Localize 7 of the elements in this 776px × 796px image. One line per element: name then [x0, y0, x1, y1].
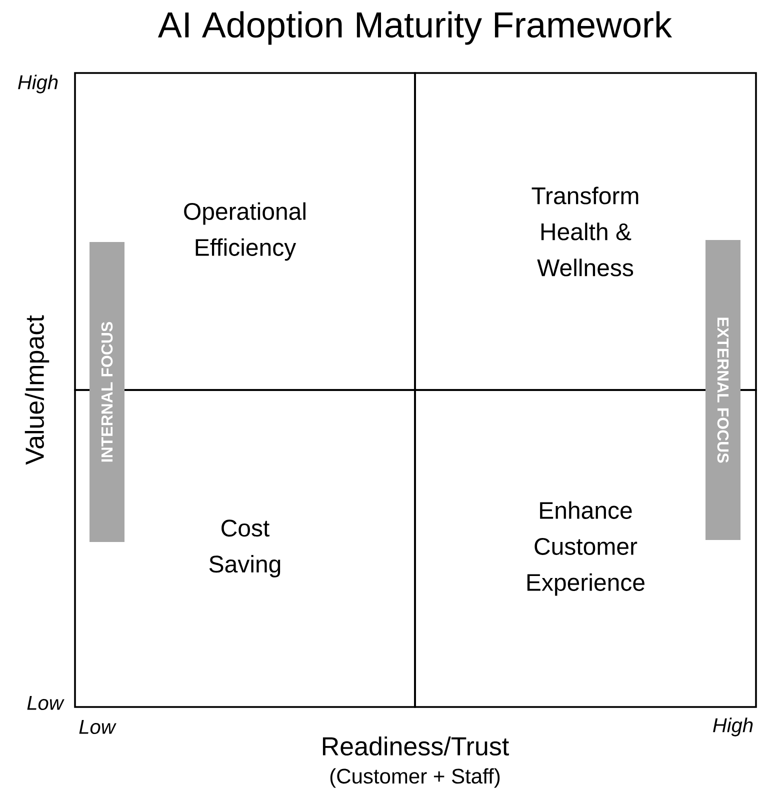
focus-bar: INTERNAL FOCUS	[90, 242, 124, 542]
focus-bar: EXTERNAL FOCUS	[706, 240, 740, 540]
axis-subtitle: (Customer + Staff)	[330, 768, 500, 788]
axis-tick-label: Low	[27, 696, 64, 710]
title: AI Adoption Maturity Framework	[158, 11, 672, 45]
axis-title: Readiness/Trust	[322, 736, 509, 756]
axis-title: Value/Impact	[24, 315, 50, 465]
